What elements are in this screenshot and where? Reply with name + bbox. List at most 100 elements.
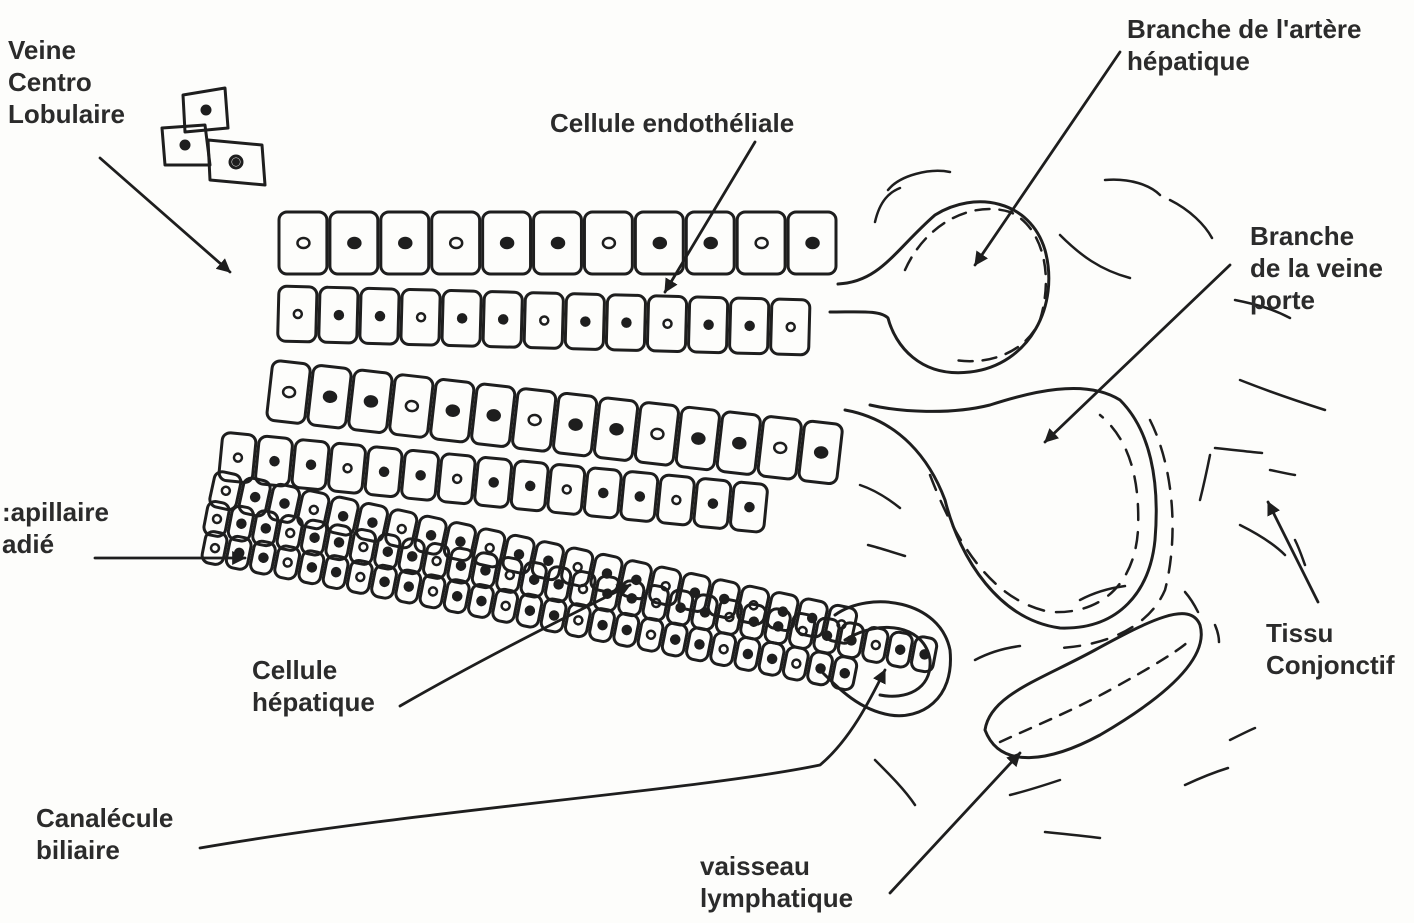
cell-nucleus [598, 620, 607, 629]
hepatocyte-cell [360, 288, 400, 344]
hepatocyte-cell [534, 212, 582, 274]
cell-nucleus [399, 238, 411, 248]
cell-nucleus [404, 582, 413, 591]
hepatocyte-cell [716, 411, 761, 475]
label-capillaire-radie: :apillaire adié [2, 496, 109, 560]
cell-nucleus [896, 645, 905, 654]
cell-nucleus [477, 596, 486, 605]
label-line: Branche [1250, 220, 1383, 252]
label-line: Tissu [1266, 617, 1395, 649]
hepatocyte-cell [584, 212, 632, 274]
cell-nucleus [235, 548, 244, 557]
cell-nucleus [581, 317, 589, 325]
cell-nucleus [359, 542, 368, 551]
hepatocyte-cell [442, 290, 482, 346]
hepatocyte-cell [565, 294, 605, 350]
label-line: Conjonctif [1266, 649, 1395, 681]
cell-nucleus [234, 453, 243, 462]
cell-nucleus [746, 322, 754, 330]
cell-nucleus [397, 524, 407, 534]
cell-nucleus [569, 419, 582, 430]
hepatocyte-cell [502, 534, 536, 575]
hepatocyte-cell [279, 212, 327, 274]
cell-nucleus [428, 587, 437, 596]
cell-nucleus [283, 558, 292, 567]
cell-nucleus [309, 505, 319, 515]
cell-nucleus [286, 528, 295, 537]
cell-nucleus [270, 457, 279, 466]
cell-nucleus [432, 556, 441, 565]
arrow-portal-vein [1045, 265, 1230, 442]
hepatocyte-cell [447, 547, 475, 584]
hepatocyte-cell [319, 287, 359, 343]
hepatocyte-cell [764, 608, 792, 645]
cell-nucleus [453, 474, 462, 483]
hepatocyte-cell [569, 570, 597, 607]
cell-nucleus [610, 424, 623, 435]
cell-nucleus [871, 640, 880, 649]
hepatocyte-cell [291, 439, 329, 490]
label-line: porte [1250, 284, 1383, 316]
hepatocyte-cell [348, 369, 393, 433]
hepatocyte-cell [635, 212, 683, 274]
cell-nucleus [405, 400, 418, 411]
hepatocyte-cell [688, 297, 728, 353]
hepatocyte-cell [676, 407, 721, 471]
hepatocyte-cell [734, 636, 762, 672]
hepatocyte-cell [709, 631, 737, 667]
cell-nucleus [501, 238, 513, 248]
cell-nucleus [380, 577, 389, 586]
label-line: Cellule endothéliale [550, 107, 794, 139]
label-canalecule-biliaire: Canalécule biliaire [36, 802, 173, 866]
hepatocyte-cell [365, 446, 403, 497]
label-branche-artere-hepatique: Branche de l'artère hépatique [1127, 13, 1362, 77]
cell-nucleus [756, 238, 768, 248]
hepatocyte-cell [757, 416, 802, 480]
label-line: Veine [8, 34, 125, 66]
cell-nucleus [221, 486, 231, 496]
cell-nucleus [745, 503, 754, 512]
cell-nucleus [338, 511, 348, 521]
cell-nucleus [259, 553, 268, 562]
hepatocyte-cell [422, 542, 450, 579]
label-line: hépatique [1127, 45, 1362, 77]
label-cellule-endotheliale: Cellule endothéliale [550, 107, 794, 139]
cell-nucleus [603, 238, 615, 248]
cell-nucleus [456, 561, 465, 570]
cell-nucleus [331, 567, 340, 576]
hepatocyte-cell [730, 482, 768, 533]
label-cellule-hepatique: Cellule hépatique [252, 654, 375, 718]
hepatocyte-cell [474, 457, 512, 508]
hepatocyte-cell [886, 631, 914, 668]
cell-nucleus [489, 478, 498, 487]
label-arrows [95, 52, 1318, 893]
hepatocyte-cell [637, 617, 665, 653]
hepatocyte-cell [547, 464, 585, 515]
label-line: :apillaire [2, 496, 109, 528]
hepatocyte-cell [512, 388, 557, 452]
cell-nucleus [700, 608, 709, 617]
hepatocyte-cell [620, 471, 658, 522]
cell-nucleus [408, 552, 417, 561]
label-line: Lobulaire [8, 98, 125, 130]
label-line: de la veine [1250, 252, 1383, 284]
hepatic-artery-branch [830, 202, 1049, 373]
hepatocyte-cell [430, 379, 475, 443]
cell-nucleus [505, 570, 514, 579]
hepatocyte-cell [491, 588, 519, 624]
cell-nucleus [627, 594, 636, 603]
label-line: lymphatique [700, 882, 853, 914]
hepatocyte-cell [495, 556, 523, 593]
cell-nucleus [456, 537, 466, 547]
hepatocyte-cell [635, 402, 680, 466]
cell-nucleus [822, 631, 831, 640]
hepatocyte-cell [584, 467, 622, 518]
cell-nucleus [807, 238, 819, 248]
hepatocyte-cell [661, 622, 689, 658]
hepatocyte-cell [483, 212, 531, 274]
hepatocyte-cell [798, 420, 843, 484]
hepatocyte-cell [471, 552, 499, 589]
hepatocyte-cell [266, 360, 311, 424]
cell-nucleus [692, 433, 705, 444]
hepatocyte-cell [524, 292, 564, 348]
